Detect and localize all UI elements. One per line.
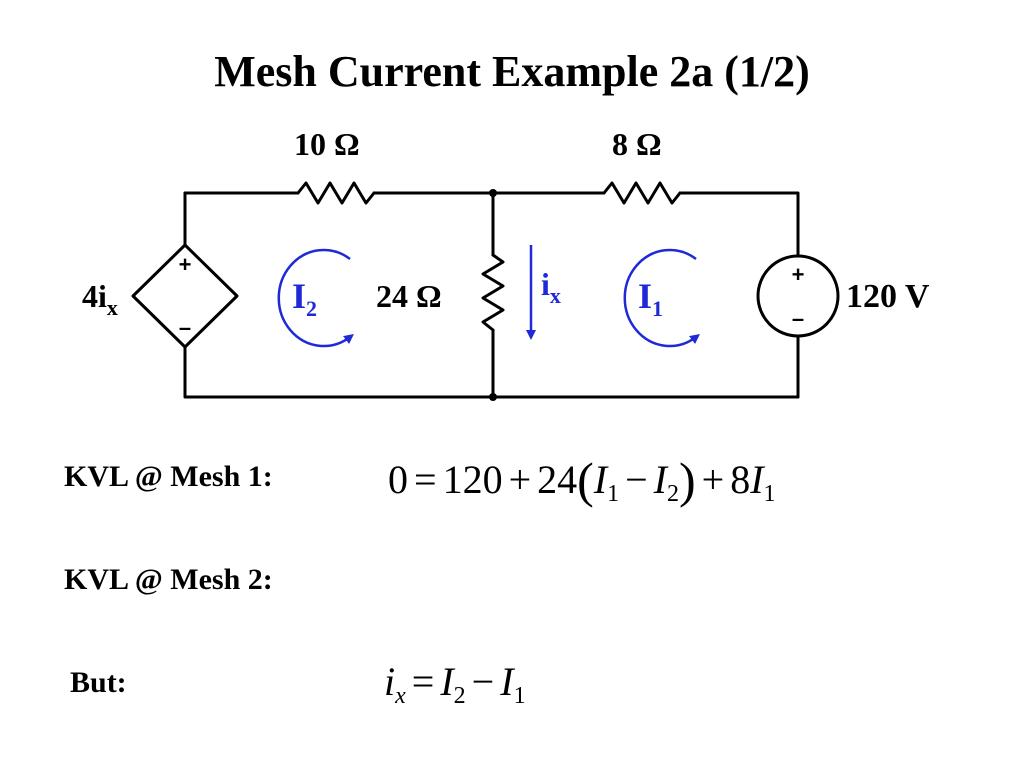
label-ix: ix [541, 266, 561, 307]
junction-top [489, 189, 497, 197]
resistor-24-ohm [481, 253, 505, 332]
dep-source-minus: – [179, 315, 191, 340]
eq3-x: x [395, 683, 406, 709]
wire-top-right [678, 191, 800, 257]
label-10-ohm: 10 Ω [294, 126, 360, 162]
i1-sub: 1 [652, 296, 664, 321]
resistor-10-ohm [296, 181, 376, 205]
mesh-arrow-right [623, 248, 700, 348]
eq3-minus: − [471, 659, 495, 704]
label-8-ohm: 8 Ω [612, 126, 662, 162]
eq1-24: 24 [537, 457, 578, 502]
eq3-i1: I [500, 659, 514, 704]
dep-source-sub: x [106, 295, 118, 320]
mesh-arrow-left [277, 248, 354, 348]
eq1-plus2: + [701, 457, 725, 502]
kvl-mesh1-equation: 0=120+24(I1−I2)+8I1 [388, 452, 776, 508]
label-dependent-source: 4ix [82, 278, 118, 319]
volt-source-minus: – [792, 306, 804, 331]
resistor-8-ohm [602, 181, 682, 205]
eq3-equals: = [411, 659, 435, 704]
label-mesh-i2: I2 [292, 276, 317, 320]
kvl-mesh2-label: KVL @ Mesh 2: [64, 563, 273, 596]
eq1-minus: − [625, 457, 648, 502]
i2-sub: 2 [306, 296, 318, 321]
eq1-i1b: I [750, 457, 764, 502]
eq3-i: i [384, 659, 396, 704]
eq1-equals: = [414, 457, 437, 502]
wire-left-lower [183, 345, 800, 399]
ix-sub: x [549, 283, 561, 308]
eq3-i2: I [440, 659, 454, 704]
label-voltage-source: 120 V [846, 278, 930, 315]
ix-equation: ix=I2−I1 [384, 659, 526, 709]
eq1-120: 120 [442, 457, 503, 502]
eq1-i1-sub: 1 [607, 481, 620, 507]
but-label: But: [70, 666, 127, 699]
eq1-plus1: + [508, 457, 532, 502]
eq1-i1b-sub: 1 [763, 481, 776, 507]
label-24-ohm: 24 Ω [376, 278, 442, 314]
ix-main: i [541, 266, 550, 302]
eq1-i1: I [593, 457, 608, 502]
eq1-rparen: ) [679, 452, 696, 508]
eq1-i2: I [653, 457, 667, 502]
junction-bottom [489, 393, 497, 401]
eq1-i2-sub: 2 [667, 481, 679, 507]
eq3-i2-sub: 2 [453, 683, 466, 709]
slide-title: Mesh Current Example 2a (1/2) [214, 47, 810, 96]
i1-main: I [638, 276, 653, 316]
eq1-8: 8 [730, 457, 751, 502]
dep-source-coef: 4i [82, 278, 107, 314]
kvl-mesh1-label: KVL @ Mesh 1: [64, 460, 273, 493]
volt-source-plus: + [792, 262, 805, 287]
dep-source-plus: + [179, 252, 192, 277]
i2-main: I [292, 276, 307, 316]
eq1-lparen: ( [577, 452, 594, 508]
eq1-lhs: 0 [388, 457, 408, 502]
label-mesh-i1: I1 [638, 276, 663, 320]
eq3-i1-sub: 1 [513, 683, 526, 709]
